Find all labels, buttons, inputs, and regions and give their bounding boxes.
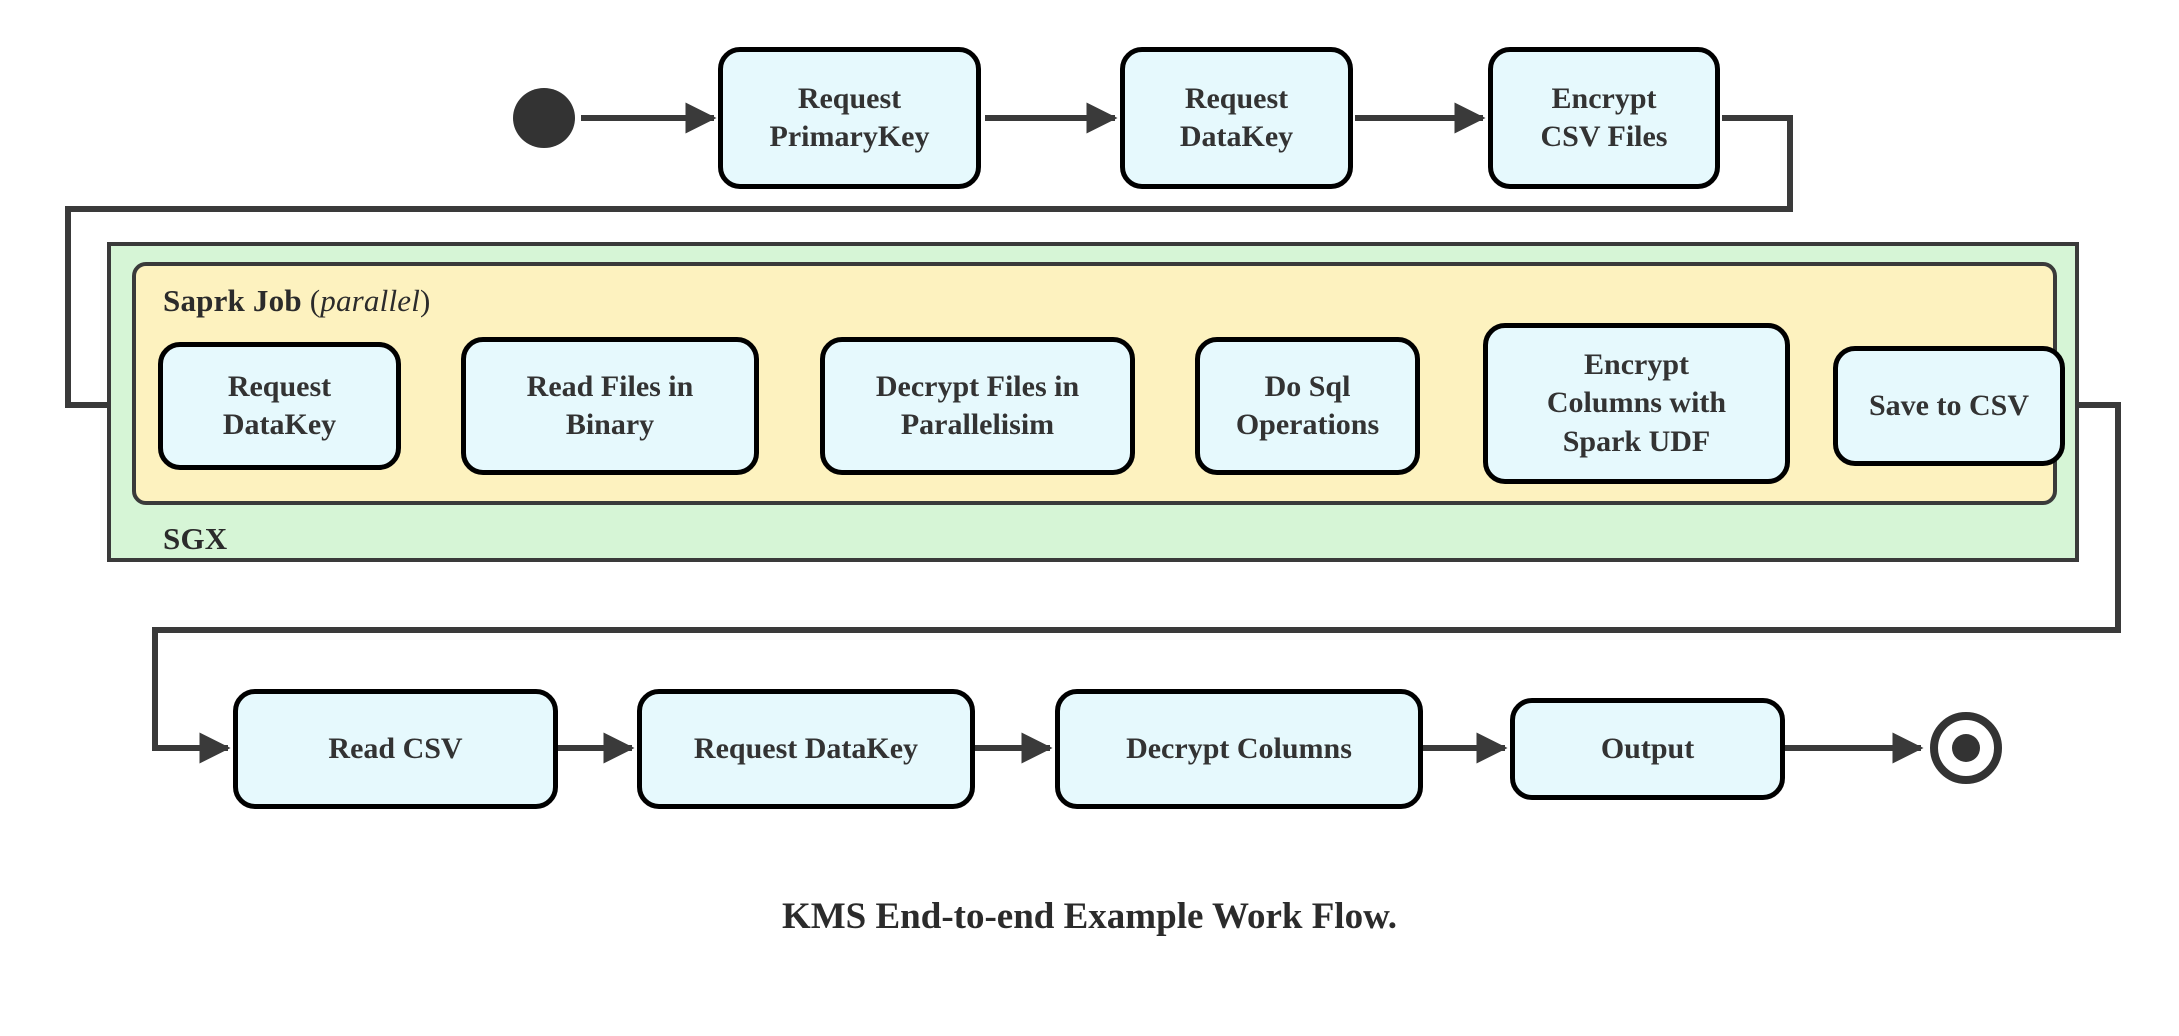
node-read-csv-label: Read CSV — [328, 731, 463, 765]
spark-job-label-main: Saprk Job — [163, 283, 302, 318]
node-decrypt-files-in-parallelisim[interactable]: Decrypt Files in Parallelisim — [820, 337, 1135, 475]
node-request-datakey-spark-label: Request DataKey — [222, 369, 337, 441]
node-output[interactable]: Output — [1510, 698, 1785, 800]
spark-job-label-paren-open: ( — [301, 283, 321, 318]
node-output-label: Output — [1600, 731, 1695, 765]
node-encrypt-columns-with-spark-udf-label: Encrypt Columns with Spark UDF — [1546, 347, 1727, 458]
node-encrypt-csv-files-label: Encrypt CSV Files — [1540, 81, 1668, 153]
node-decrypt-columns[interactable]: Decrypt Columns — [1055, 689, 1423, 809]
node-request-datakey-spark[interactable]: Request DataKey — [158, 342, 401, 470]
node-decrypt-columns-label: Decrypt Columns — [1126, 731, 1352, 765]
node-encrypt-csv-files[interactable]: Encrypt CSV Files — [1488, 47, 1720, 189]
node-save-to-csv-label: Save to CSV — [1868, 388, 2029, 422]
node-decrypt-files-in-parallelisim-label: Decrypt Files in Parallelisim — [875, 369, 1080, 441]
spark-job-label: Saprk Job (parallel) — [163, 283, 431, 319]
node-request-datakey-bottom[interactable]: Request DataKey — [637, 689, 975, 809]
node-request-datakey-top-label: Request DataKey — [1179, 81, 1294, 153]
node-save-to-csv[interactable]: Save to CSV — [1833, 346, 2065, 466]
node-read-files-in-binary-label: Read Files in Binary — [526, 369, 694, 441]
node-request-primarykey[interactable]: Request PrimaryKey — [718, 47, 981, 189]
node-request-datakey-top[interactable]: Request DataKey — [1120, 47, 1353, 189]
node-request-primarykey-label: Request PrimaryKey — [769, 81, 930, 153]
diagram-caption: KMS End-to-end Example Work Flow. — [781, 896, 1398, 937]
node-encrypt-columns-with-spark-udf[interactable]: Encrypt Columns with Spark UDF — [1483, 323, 1790, 484]
end-node — [1930, 712, 2002, 784]
node-do-sql-operations-label: Do Sql Operations — [1235, 369, 1380, 441]
node-request-datakey-bottom-label: Request DataKey — [693, 731, 919, 765]
end-node-core — [1952, 734, 1980, 762]
start-node — [513, 88, 575, 148]
spark-job-label-paren-close: ) — [420, 283, 431, 318]
node-read-files-in-binary[interactable]: Read Files in Binary — [461, 337, 759, 475]
spark-job-label-italic: parallel — [320, 283, 421, 318]
node-do-sql-operations[interactable]: Do Sql Operations — [1195, 337, 1420, 475]
node-read-csv[interactable]: Read CSV — [233, 689, 558, 809]
sgx-label: SGX — [163, 521, 228, 556]
